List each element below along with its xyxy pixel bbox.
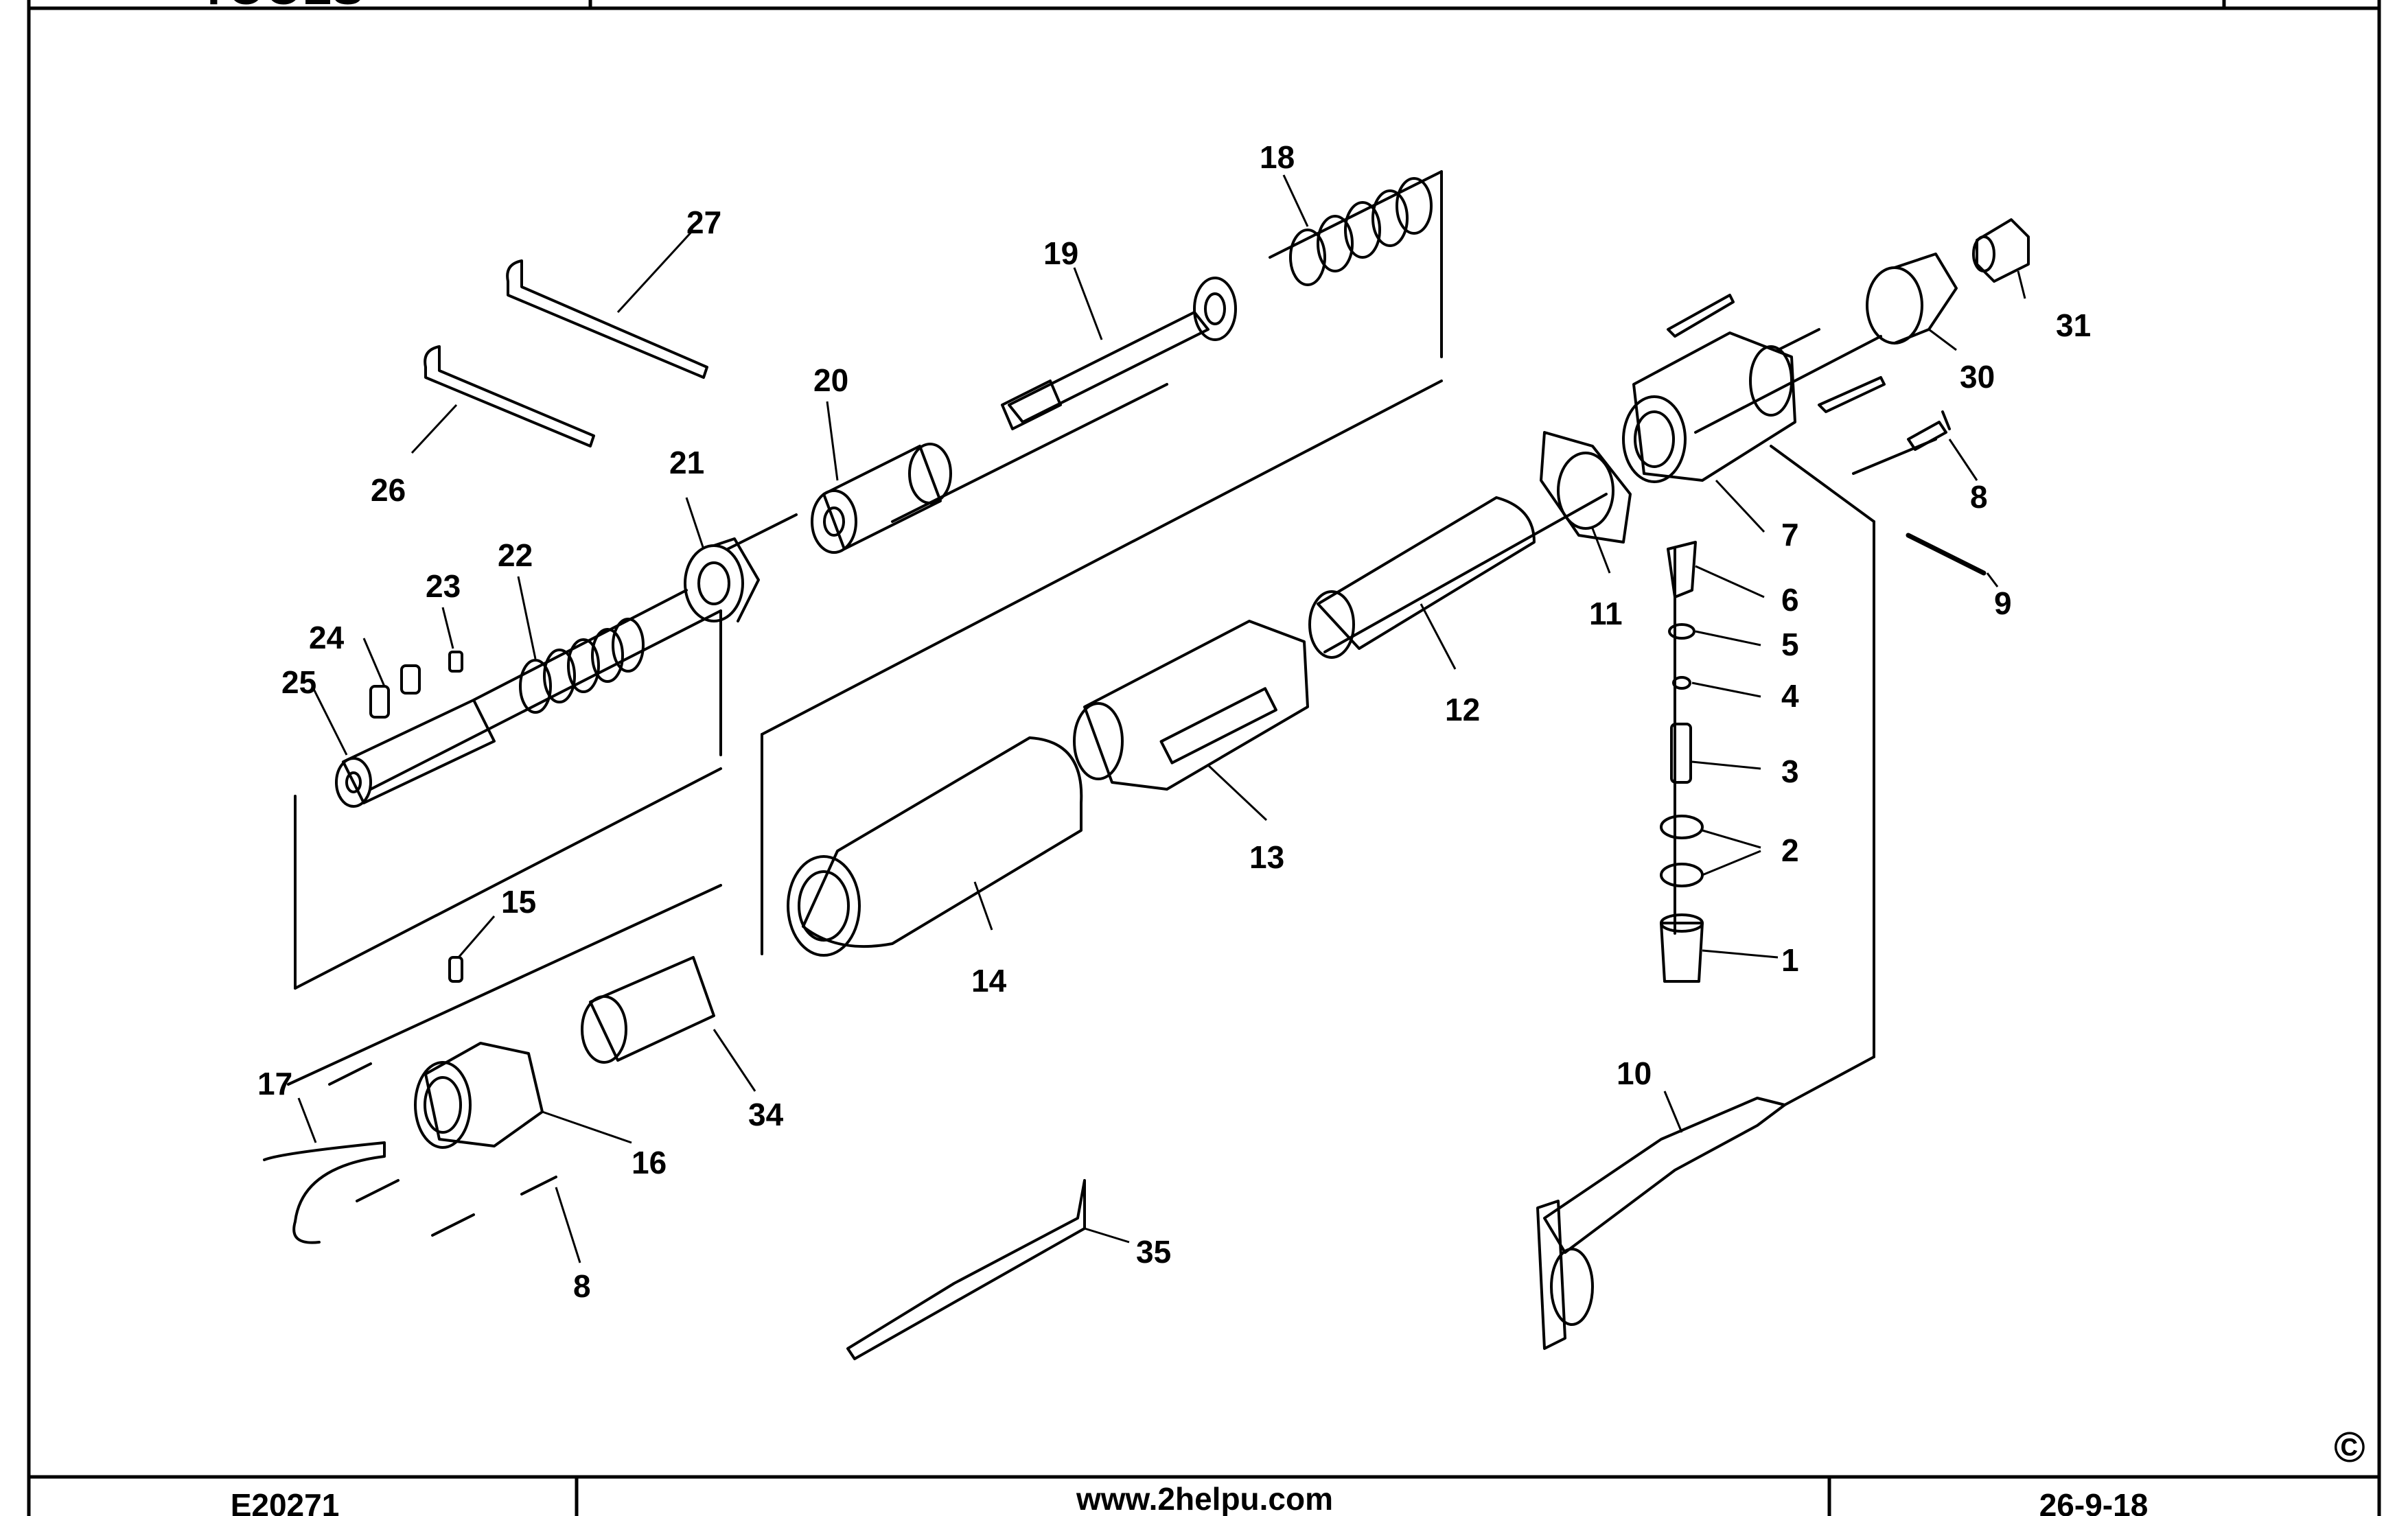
part-11-gasket bbox=[1540, 431, 1632, 544]
label-part-25: 25 bbox=[281, 664, 316, 700]
part-21-bushing bbox=[684, 537, 760, 622]
part-16-retainer bbox=[414, 1042, 544, 1149]
page-frame bbox=[27, 0, 2381, 1516]
part-10-trigger-lever bbox=[1536, 1097, 1786, 1350]
label-part-35: 35 bbox=[1136, 1234, 1171, 1270]
part-12-barrel bbox=[1308, 496, 1536, 659]
footer-website: www.2helpu.com bbox=[1076, 1481, 1333, 1516]
part-7-housing bbox=[1622, 331, 1796, 483]
part-9-pin bbox=[1906, 533, 1987, 576]
part-3-valve-stem bbox=[1670, 723, 1692, 784]
footer-date: 26-9-18 bbox=[2039, 1487, 2149, 1516]
label-part-4: 4 bbox=[1781, 678, 1799, 714]
assembly-axis-lines bbox=[287, 170, 1951, 1106]
part-19-piston bbox=[1001, 277, 1237, 430]
label-part-19: 19 bbox=[1043, 235, 1078, 271]
label-part-3: 3 bbox=[1781, 754, 1799, 789]
part-2-seals bbox=[1660, 815, 1704, 887]
label-part-24: 24 bbox=[309, 620, 345, 655]
label-part-9: 9 bbox=[1994, 585, 2012, 621]
label-part-13: 13 bbox=[1249, 839, 1284, 875]
label-part-20: 20 bbox=[813, 362, 848, 398]
part-8-screw-right bbox=[1907, 421, 1947, 451]
label-part-14: 14 bbox=[971, 963, 1007, 999]
label-part-6: 6 bbox=[1781, 582, 1799, 618]
label-part-26: 26 bbox=[371, 472, 406, 508]
part-15-pin bbox=[448, 956, 463, 983]
label-leader-lines bbox=[297, 174, 2026, 1263]
part-labels: 1 2 3 4 5 6 7 8 8 9 10 11 12 13 14 15 16… bbox=[257, 139, 2091, 1304]
part-30-cap bbox=[1866, 253, 1958, 345]
header-logo: TOOLS bbox=[199, 0, 364, 14]
part-23-set-screw bbox=[448, 651, 463, 673]
label-part-8-right: 8 bbox=[1970, 479, 1988, 515]
label-part-21: 21 bbox=[669, 445, 704, 480]
label-part-16: 16 bbox=[632, 1145, 667, 1180]
part-25-chisel-holder bbox=[335, 699, 496, 808]
part-34-sleeve bbox=[581, 956, 715, 1064]
label-part-7: 7 bbox=[1781, 517, 1799, 552]
footer-code: E20271 bbox=[231, 1487, 340, 1516]
part-22-spring bbox=[519, 618, 645, 714]
part-5-oring bbox=[1668, 623, 1695, 640]
label-part-11: 11 bbox=[1589, 596, 1623, 631]
part-18-spring bbox=[1289, 177, 1433, 286]
part-31-air-inlet bbox=[1972, 218, 2030, 283]
label-part-22: 22 bbox=[498, 537, 533, 573]
label-part-12: 12 bbox=[1445, 692, 1480, 727]
label-part-31: 31 bbox=[2056, 307, 2091, 343]
label-part-8-left: 8 bbox=[573, 1268, 591, 1304]
label-part-23: 23 bbox=[426, 568, 461, 604]
part-17-spring-clip bbox=[263, 1141, 386, 1244]
housing-bolts bbox=[1667, 294, 1886, 413]
part-24-set-screws bbox=[369, 664, 421, 719]
label-part-10: 10 bbox=[1617, 1056, 1652, 1091]
label-part-27: 27 bbox=[686, 205, 721, 240]
part-13-handle bbox=[1073, 620, 1309, 791]
label-part-5: 5 bbox=[1781, 627, 1799, 662]
label-part-17: 17 bbox=[257, 1066, 292, 1101]
part-26-hex-key bbox=[424, 345, 595, 447]
label-part-15: 15 bbox=[501, 884, 536, 920]
label-part-30: 30 bbox=[1960, 359, 1995, 395]
label-part-18: 18 bbox=[1260, 139, 1295, 175]
part-35-blade bbox=[846, 1179, 1086, 1360]
label-part-34: 34 bbox=[748, 1097, 784, 1132]
label-part-2: 2 bbox=[1781, 832, 1799, 868]
retainer-screws bbox=[328, 1062, 557, 1237]
part-1-valve-plug bbox=[1660, 913, 1704, 983]
copyright-symbol: © bbox=[2334, 1424, 2365, 1471]
part-4-washer bbox=[1672, 676, 1691, 690]
part-27-hex-key bbox=[506, 259, 708, 379]
part-20-cylinder bbox=[811, 443, 952, 554]
label-part-1: 1 bbox=[1781, 942, 1799, 978]
part-6-valve-cap bbox=[1667, 541, 1697, 598]
part-14-grip-sleeve bbox=[787, 736, 1083, 957]
